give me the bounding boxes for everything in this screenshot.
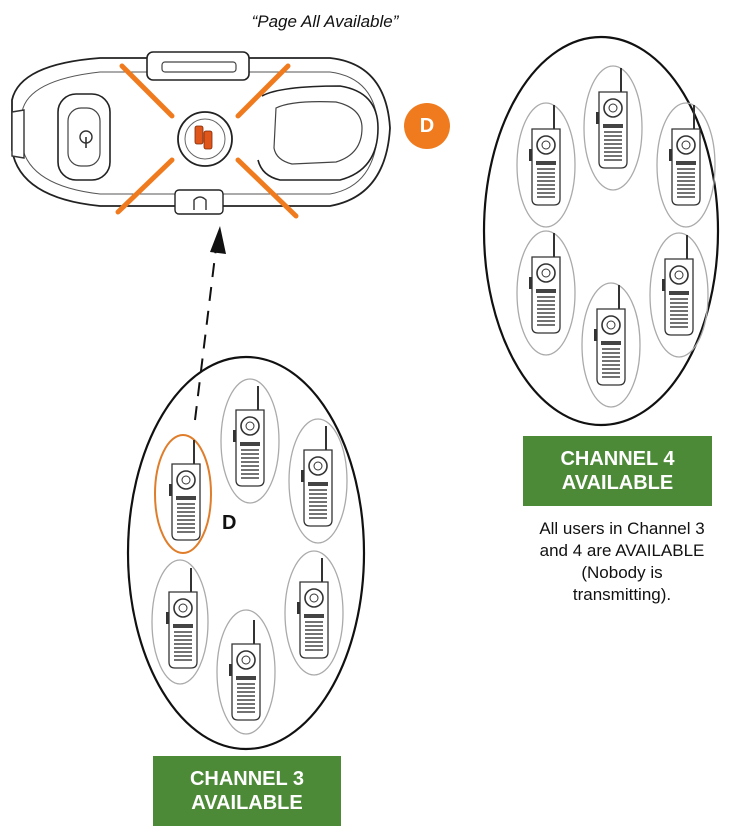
channel-4-name: CHANNEL 4 bbox=[560, 448, 675, 470]
selected-user-label: D bbox=[222, 512, 237, 534]
channel-3-group bbox=[126, 355, 366, 751]
note-line-1: All users in Channel 3 bbox=[539, 519, 705, 538]
base-station-icon bbox=[11, 51, 391, 219]
two-way-radio-icon bbox=[656, 102, 716, 228]
note-line-3: (Nobody is bbox=[581, 563, 663, 582]
channel-3-name: CHANNEL 3 bbox=[189, 768, 305, 790]
dashed-arrow-icon bbox=[194, 226, 226, 421]
channel-4-status: AVAILABLE bbox=[561, 472, 674, 494]
two-way-radio-icon bbox=[151, 559, 209, 685]
two-way-radio-icon bbox=[583, 65, 643, 191]
channel-3-status: AVAILABLE bbox=[191, 792, 303, 814]
two-way-radio-icon bbox=[516, 230, 576, 356]
channel-4-status-box: CHANNEL 4 AVAILABLE bbox=[523, 436, 712, 506]
diagram-title: “Page All Available” bbox=[251, 12, 399, 31]
channel-3-status-box: CHANNEL 3 AVAILABLE bbox=[153, 756, 341, 826]
two-way-radio-icon bbox=[288, 418, 348, 544]
two-way-radio-icon bbox=[284, 550, 344, 676]
note-line-4: transmitting). bbox=[572, 585, 672, 604]
note-line-2: and 4 are AVAILABLE bbox=[539, 541, 705, 560]
two-way-radio-icon bbox=[220, 378, 280, 504]
page-all-button-icon[interactable] bbox=[177, 111, 233, 167]
two-way-radio-icon bbox=[216, 609, 276, 735]
two-way-radio-icon bbox=[649, 232, 709, 358]
selected-user-radio-icon[interactable] bbox=[154, 434, 212, 554]
channel-4-group bbox=[482, 35, 720, 427]
two-way-radio-icon bbox=[516, 102, 576, 228]
dispatcher-badge: D bbox=[404, 103, 450, 149]
two-way-radio-icon bbox=[581, 282, 641, 408]
availability-note: All users in Channel 3 and 4 are AVAILAB… bbox=[506, 518, 738, 606]
